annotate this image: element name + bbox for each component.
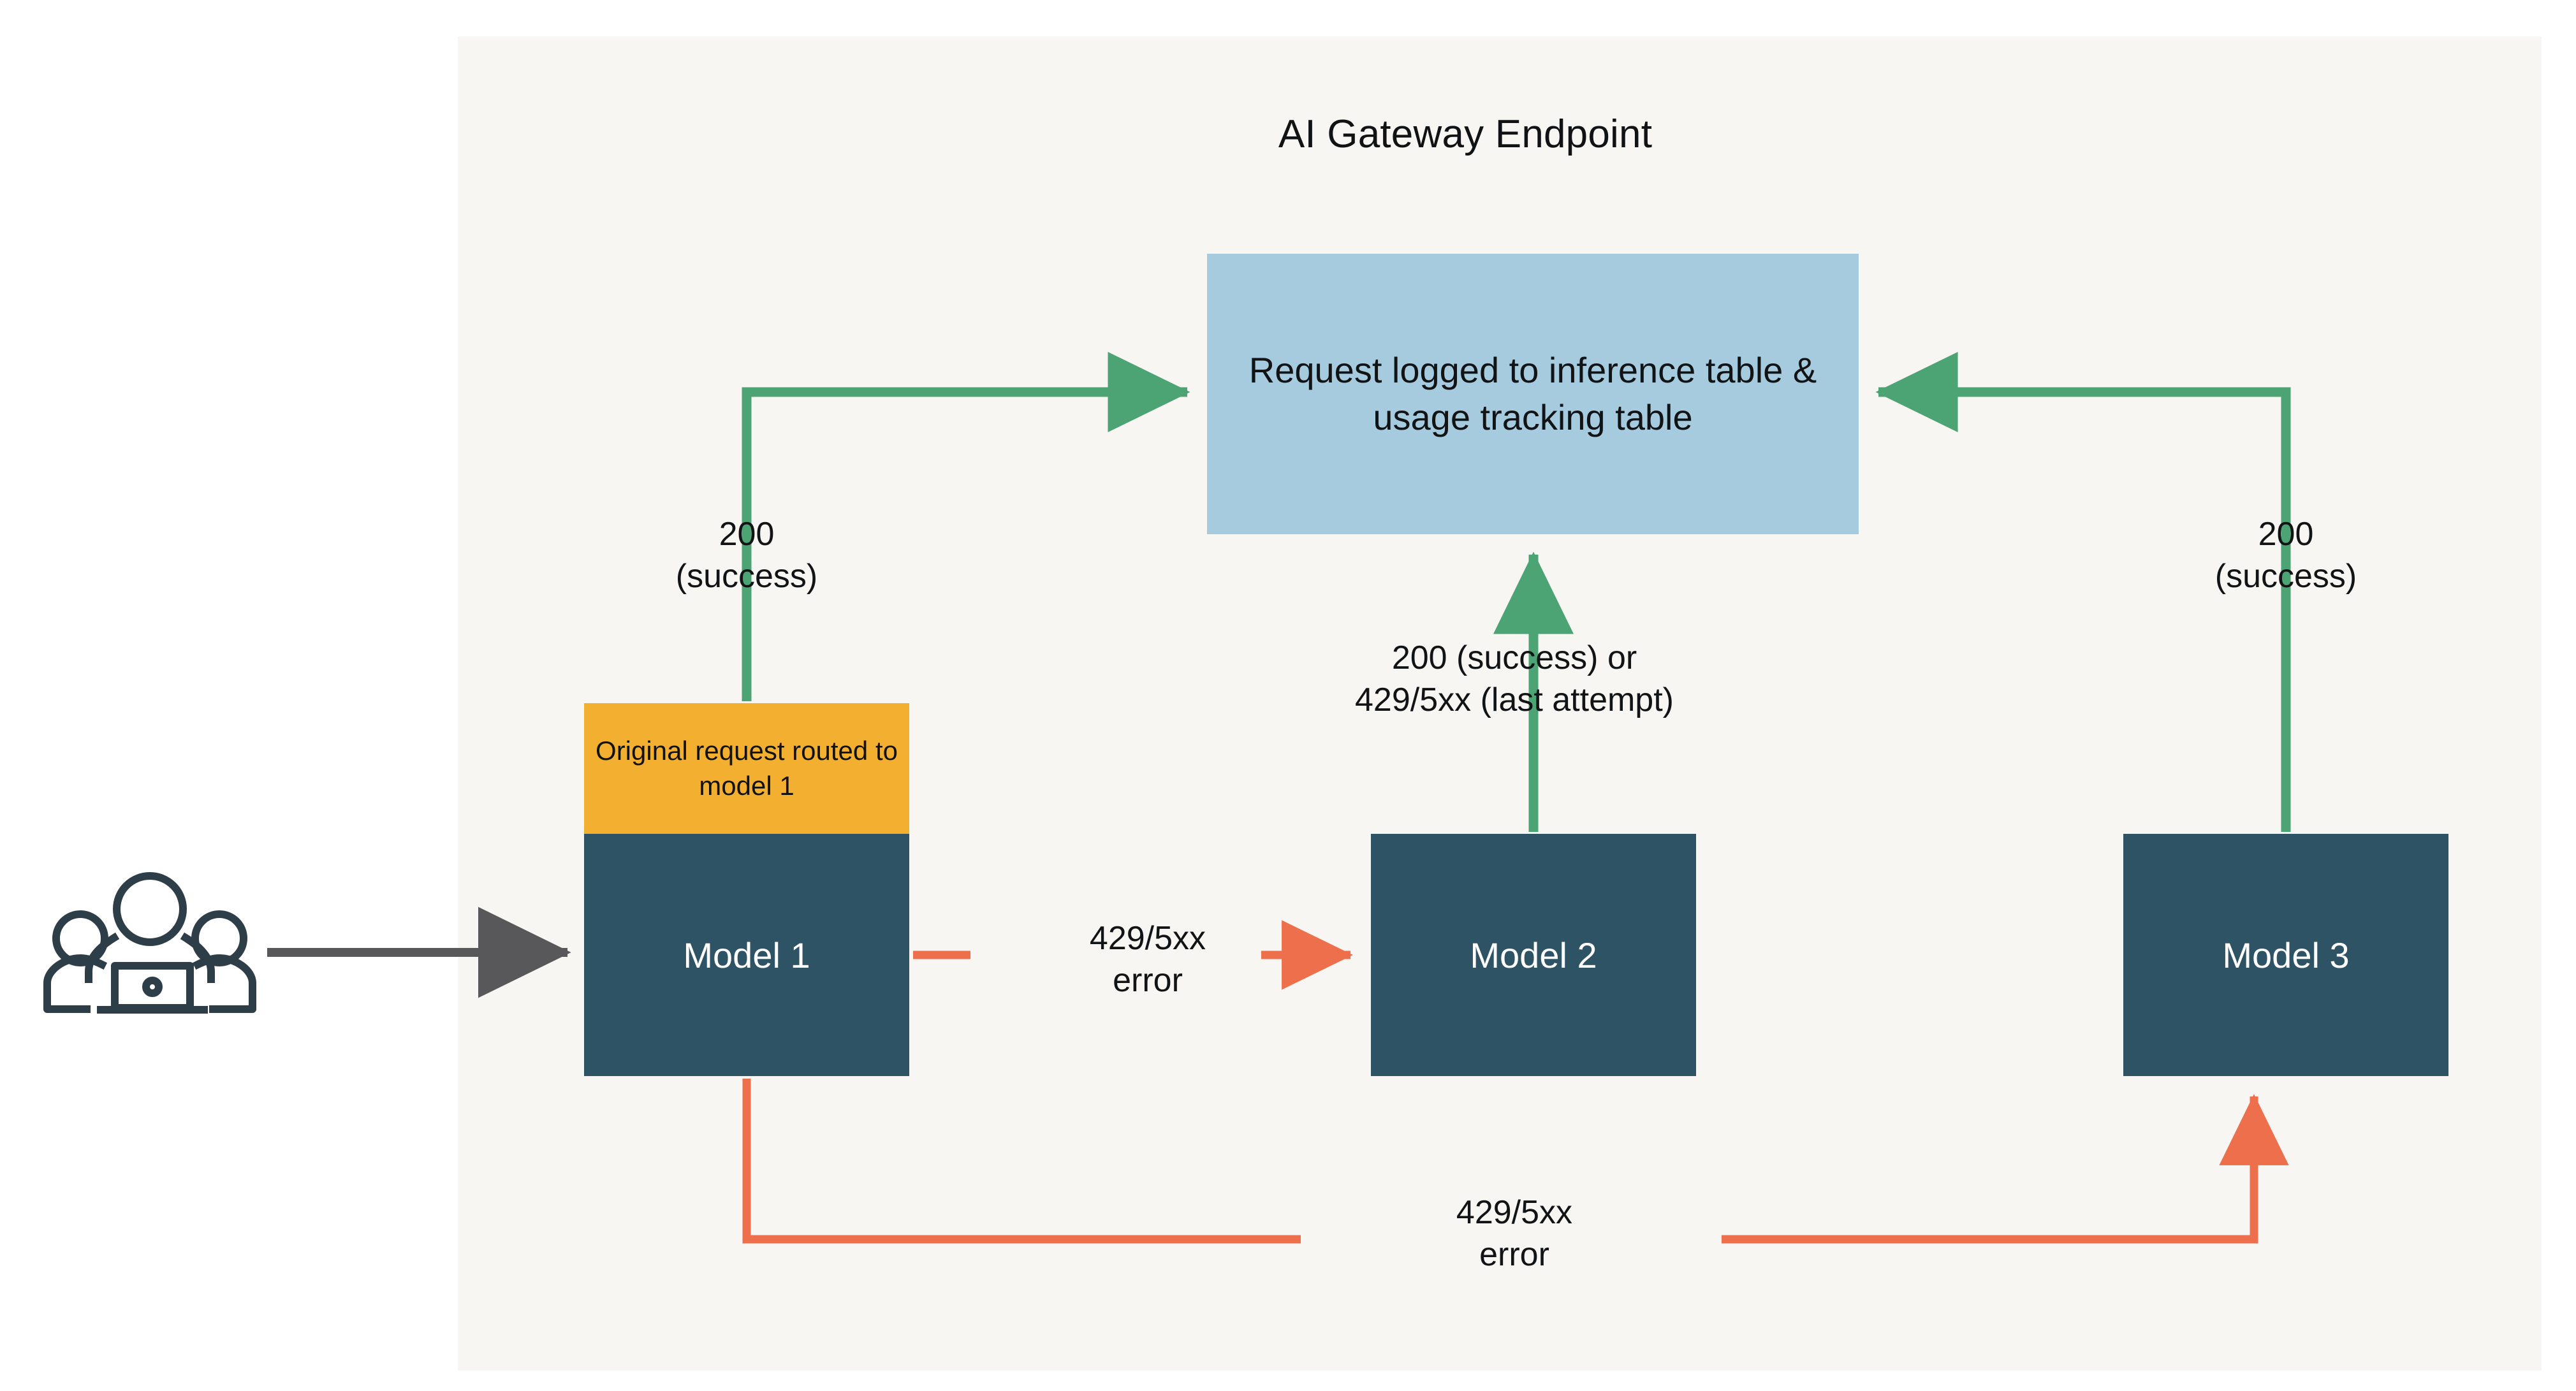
model-3-box[interactable]: Model 3 [2123, 834, 2448, 1076]
page-title: AI Gateway Endpoint [1278, 112, 1653, 156]
edge-label-model-2-result: 200 (success) or 429/5xx (last attempt) [1355, 639, 1674, 718]
model-2-box[interactable]: Model 2 [1371, 834, 1696, 1076]
edge-label-model-1-success: 200 (success) [675, 516, 818, 595]
log-box[interactable]: Request logged to inference table & usag… [1207, 254, 1859, 534]
edge-label-model-1-to-model-2: 429/5xx error [1089, 920, 1206, 999]
edge-label-model-3-success: 200 (success) [2214, 516, 2357, 595]
routing-note-box[interactable]: Original request routed to model 1 [584, 703, 909, 834]
edge-label-model-1-to-model-3: 429/5xx error [1456, 1194, 1573, 1273]
users-group-laptop-icon [43, 872, 256, 1014]
model-1-box[interactable]: Model 1 [584, 834, 909, 1076]
